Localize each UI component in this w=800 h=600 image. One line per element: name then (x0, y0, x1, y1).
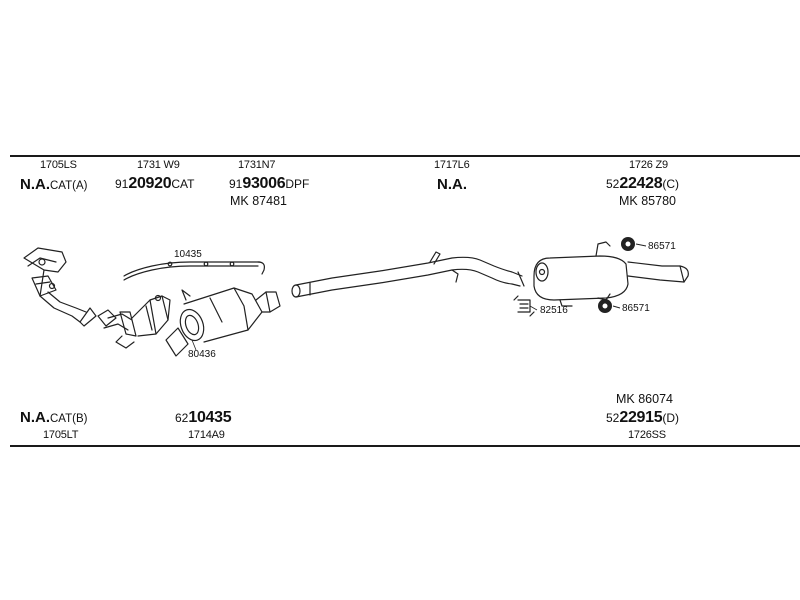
callout-rubber-mount-bottom: 86571 (622, 303, 650, 314)
part-prefix: 52 (606, 411, 620, 425)
part-number: 22915 (619, 409, 663, 426)
part-code-1705lt: 1705LT (43, 429, 79, 441)
callout-rubber-mount-top: 86571 (648, 241, 676, 252)
rubber-mount-top (621, 237, 647, 251)
diesel-particulate-filter (165, 287, 281, 357)
callout-gasket: 80436 (188, 349, 216, 360)
mk-86074: MK 86074 (616, 392, 673, 406)
part-code-1705ls: 1705LS (40, 159, 77, 171)
part-number-5222428: 5222428(C) (606, 176, 679, 192)
na-label: N.A. (20, 409, 50, 426)
part-suffix: CAT (171, 177, 195, 191)
callout-clamp: 82516 (540, 305, 568, 316)
leader-clamp (529, 305, 538, 311)
part-code-1731w9: 1731 W9 (137, 159, 180, 171)
part-number-6210435: 6210435 (175, 409, 232, 426)
part-code-1726ss: 1726SS (628, 429, 666, 441)
cat-b-label: CAT(B) (50, 413, 88, 425)
exhaust-manifold (23, 247, 97, 327)
mk-85780: MK 85780 (619, 194, 676, 208)
sensor-pipe (123, 261, 265, 281)
bottom-divider (10, 445, 800, 447)
rear-muffler (533, 241, 689, 307)
na-label: N.A. (20, 176, 50, 193)
part-code-1714a9: 1714A9 (188, 429, 225, 441)
catalytic-converter (97, 294, 171, 349)
part-number-5222915: 5222915(D) (606, 410, 679, 426)
part-number: 20920 (128, 175, 172, 192)
part-number-9120920: 9120920CAT (115, 176, 194, 192)
part-code-1731n7: 1731N7 (238, 159, 276, 171)
clamp (513, 295, 535, 317)
callout-sensor-pipe: 10435 (174, 249, 202, 260)
part-suffix: (C) (662, 177, 680, 191)
part-number: 93006 (242, 175, 286, 192)
mk-87481: MK 87481 (230, 194, 287, 208)
part-code-1726z9: 1726 Z9 (629, 159, 668, 171)
top-divider (10, 155, 800, 157)
part-code-1717l6: 1717L6 (434, 159, 470, 171)
part-na-cat-b: N.A.CAT(B) (20, 410, 87, 426)
part-number: 10435 (188, 409, 232, 426)
part-number-9193006: 9193006DPF (229, 176, 309, 192)
cat-a-label: CAT(A) (50, 180, 88, 192)
part-na-cat-a: N.A.CAT(A) (20, 177, 87, 193)
part-prefix: 52 (606, 177, 620, 191)
part-suffix: (D) (662, 411, 680, 425)
rubber-mount-bottom (598, 299, 621, 313)
leader-gasket (191, 339, 197, 351)
part-prefix: 91 (229, 177, 243, 191)
part-prefix: 62 (175, 411, 189, 425)
part-prefix: 91 (115, 177, 129, 191)
part-suffix: DPF (285, 177, 310, 191)
part-na-midpipe: N.A. (437, 176, 467, 193)
part-number: 22428 (619, 175, 663, 192)
mid-pipe (291, 251, 525, 298)
